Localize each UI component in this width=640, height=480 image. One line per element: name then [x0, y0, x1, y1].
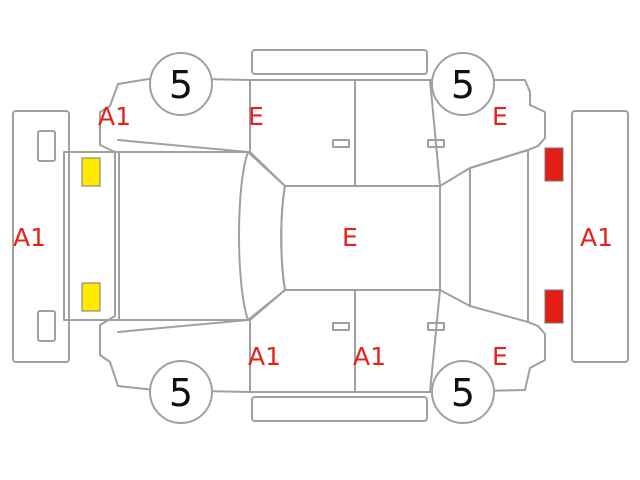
- tire-rear-right: 5: [431, 360, 495, 424]
- left-front-door-handle: [332, 139, 350, 148]
- left-side-sill: [251, 49, 428, 75]
- right-side-door-lines: [249, 289, 441, 393]
- front-lamp-bottom: [81, 282, 101, 312]
- tire-rear-left: 5: [431, 52, 495, 116]
- tire-front-left-grade: 5: [169, 63, 193, 107]
- hood-lines: [118, 151, 249, 321]
- code-left-rear-fender: E: [492, 102, 508, 131]
- right-side-sill: [251, 396, 428, 422]
- side-sill-lines: [117, 139, 529, 333]
- left-rear-door-handle: [427, 139, 445, 148]
- rear-lamp-top: [544, 147, 564, 182]
- front-bumper: [12, 110, 70, 363]
- right-rear-door-handle: [427, 322, 445, 331]
- code-front-bumper: A1: [13, 223, 46, 252]
- left-side-door-lines: [249, 79, 441, 187]
- code-right-rear-door: A1: [353, 342, 386, 371]
- code-roof: E: [342, 223, 358, 252]
- front-lamp-top: [81, 157, 101, 187]
- tire-front-right: 5: [149, 360, 213, 424]
- code-left-front-door: E: [248, 102, 264, 131]
- tire-front-left: 5: [149, 52, 213, 116]
- code-right-rear-fender: E: [492, 342, 508, 371]
- trunk-lid: [469, 149, 529, 323]
- code-left-front-fender: A1: [98, 102, 131, 131]
- code-rear-bumper: A1: [580, 223, 613, 252]
- roof-panel: [280, 185, 441, 291]
- rear-window: [439, 167, 471, 307]
- rear-bumper: [571, 110, 629, 363]
- hood-panel: [63, 151, 120, 321]
- tire-rear-left-grade: 5: [451, 63, 475, 107]
- car-body-outline: [99, 77, 546, 393]
- tire-front-right-grade: 5: [169, 371, 193, 415]
- rear-lamp-bottom: [544, 289, 564, 324]
- code-right-front-door: A1: [248, 342, 281, 371]
- right-front-door-handle: [332, 322, 350, 331]
- tire-rear-right-grade: 5: [451, 371, 475, 415]
